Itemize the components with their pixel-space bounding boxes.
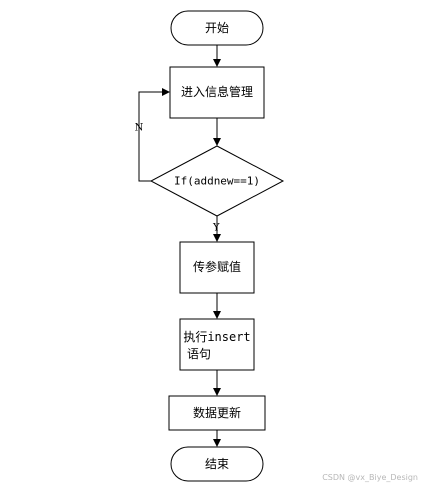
enter-info-management-label: 进入信息管理: [181, 84, 253, 99]
update-data-label: 数据更新: [193, 405, 241, 420]
decision-node: If(addnew==1): [149, 145, 285, 217]
update-data-node: 数据更新: [168, 395, 266, 431]
end-label: 结束: [205, 457, 229, 471]
edge-no-loop-back: [138, 88, 170, 182]
exec-insert-label-line1: 执行insert: [183, 330, 250, 344]
decision-label: If(addnew==1): [174, 175, 260, 188]
enter-info-management-node: 进入信息管理: [169, 66, 265, 119]
exec-insert-label-line2: 语句: [187, 347, 211, 361]
start-node: 开始: [170, 10, 264, 46]
exec-insert-node: 执行insert 语句: [179, 318, 255, 371]
end-node: 结束: [170, 446, 264, 482]
pass-params-node: 传参赋值: [179, 241, 255, 294]
yes-branch-label: Y: [212, 223, 220, 234]
start-label: 开始: [205, 21, 229, 35]
pass-params-label: 传参赋值: [193, 259, 241, 274]
watermark: CSDN @vx_Biye_Design: [322, 473, 418, 482]
no-branch-label: N: [135, 123, 144, 134]
